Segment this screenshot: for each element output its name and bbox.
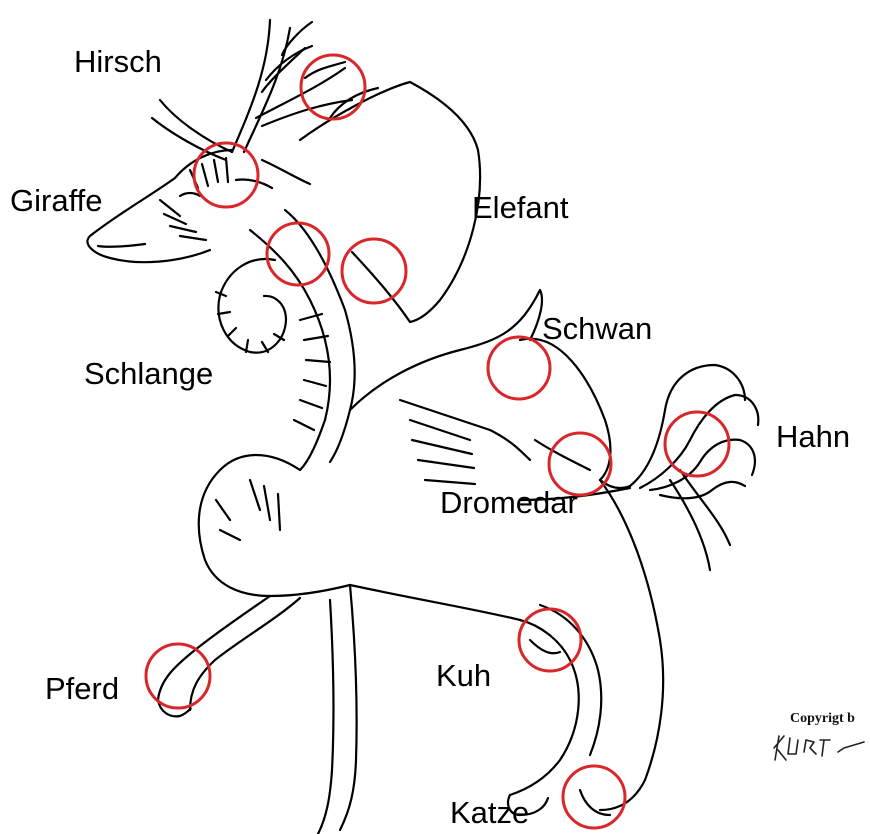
label-hahn: Hahn xyxy=(776,421,850,452)
label-schlange: Schlange xyxy=(84,358,213,389)
marker-elefant xyxy=(342,239,406,303)
antlers-drawing xyxy=(152,20,352,160)
label-pferd: Pferd xyxy=(45,673,119,704)
label-schwan: Schwan xyxy=(542,313,652,344)
hind-legs-drawing xyxy=(508,480,663,815)
label-giraffe: Giraffe xyxy=(10,185,102,216)
giraffe-head-drawing xyxy=(87,150,310,262)
label-kuh: Kuh xyxy=(436,660,491,691)
rooster-tail-drawing xyxy=(630,365,758,570)
copyright-text: Copyrigt b xyxy=(790,711,870,727)
red-markers xyxy=(146,55,729,828)
label-dromedar: Dromedar xyxy=(440,487,578,518)
marker-kuh xyxy=(519,609,581,671)
label-katze: Katze xyxy=(450,797,529,828)
label-hirsch: Hirsch xyxy=(74,46,162,77)
signature-drawing xyxy=(774,736,864,760)
marker-schwan xyxy=(488,337,550,399)
snake-neck-drawing xyxy=(216,210,355,470)
horse-leg-drawing xyxy=(158,585,357,834)
marker-giraffe xyxy=(194,143,258,207)
marker-katze xyxy=(563,766,625,828)
label-elefant: Elefant xyxy=(472,192,569,223)
